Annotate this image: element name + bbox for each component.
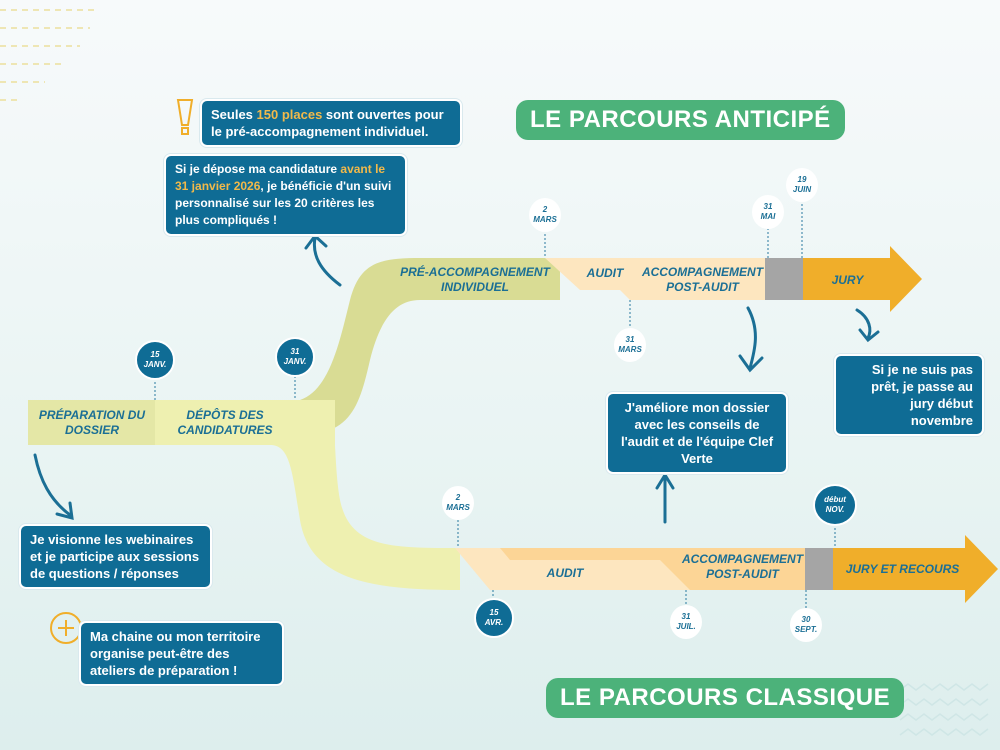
title-parcours-classique: LE PARCOURS CLASSIQUE [546,678,905,718]
phase-jury: JURY [831,273,864,287]
callout-ateliers: Ma chaine ou mon territoire organise peu… [79,621,284,686]
phase-post-audit-anticipe: ACCOMPAGNEMENT POST-AUDIT [641,265,764,294]
callout-webinaires: Je visionne les webinaires et je partici… [19,524,212,589]
callout-candidature: Si je dépose ma candidature avant le 31 … [164,154,407,236]
phase-pre-accompagnement: PRÉ-ACCOMPAGNEMENT INDIVIDUEL [400,265,550,294]
phase-post-audit-classique: ACCOMPAGNEMENT POST-AUDIT [681,552,804,581]
classique-curve [270,400,460,590]
decorative-zigzag [899,683,989,736]
exclamation-icon [176,99,194,135]
curved-arrows [33,233,880,524]
phase-preparation: PRÉPARATION DU DOSSIER [38,408,146,437]
callout-places: Seules 150 places sont ouvertes pour le … [200,99,462,147]
decorative-pattern [0,9,95,101]
phase-depots: DÉPÔTS DES CANDIDATURES [177,408,273,437]
callout-ameliore: J'améliore mon dossier avec les conseils… [606,392,788,474]
phase-audit-anticipe: AUDIT [586,266,624,280]
title-parcours-anticipe: LE PARCOURS ANTICIPÉ [516,100,845,140]
phase-audit-classique: AUDIT [546,566,584,580]
anticipe-curve [300,258,560,430]
plus-icon [50,612,82,644]
callout-pas-pret: Si je ne suis pas prêt, je passe au jury… [834,354,984,436]
phase-jury-recours: JURY ET RECOURS [845,562,960,576]
